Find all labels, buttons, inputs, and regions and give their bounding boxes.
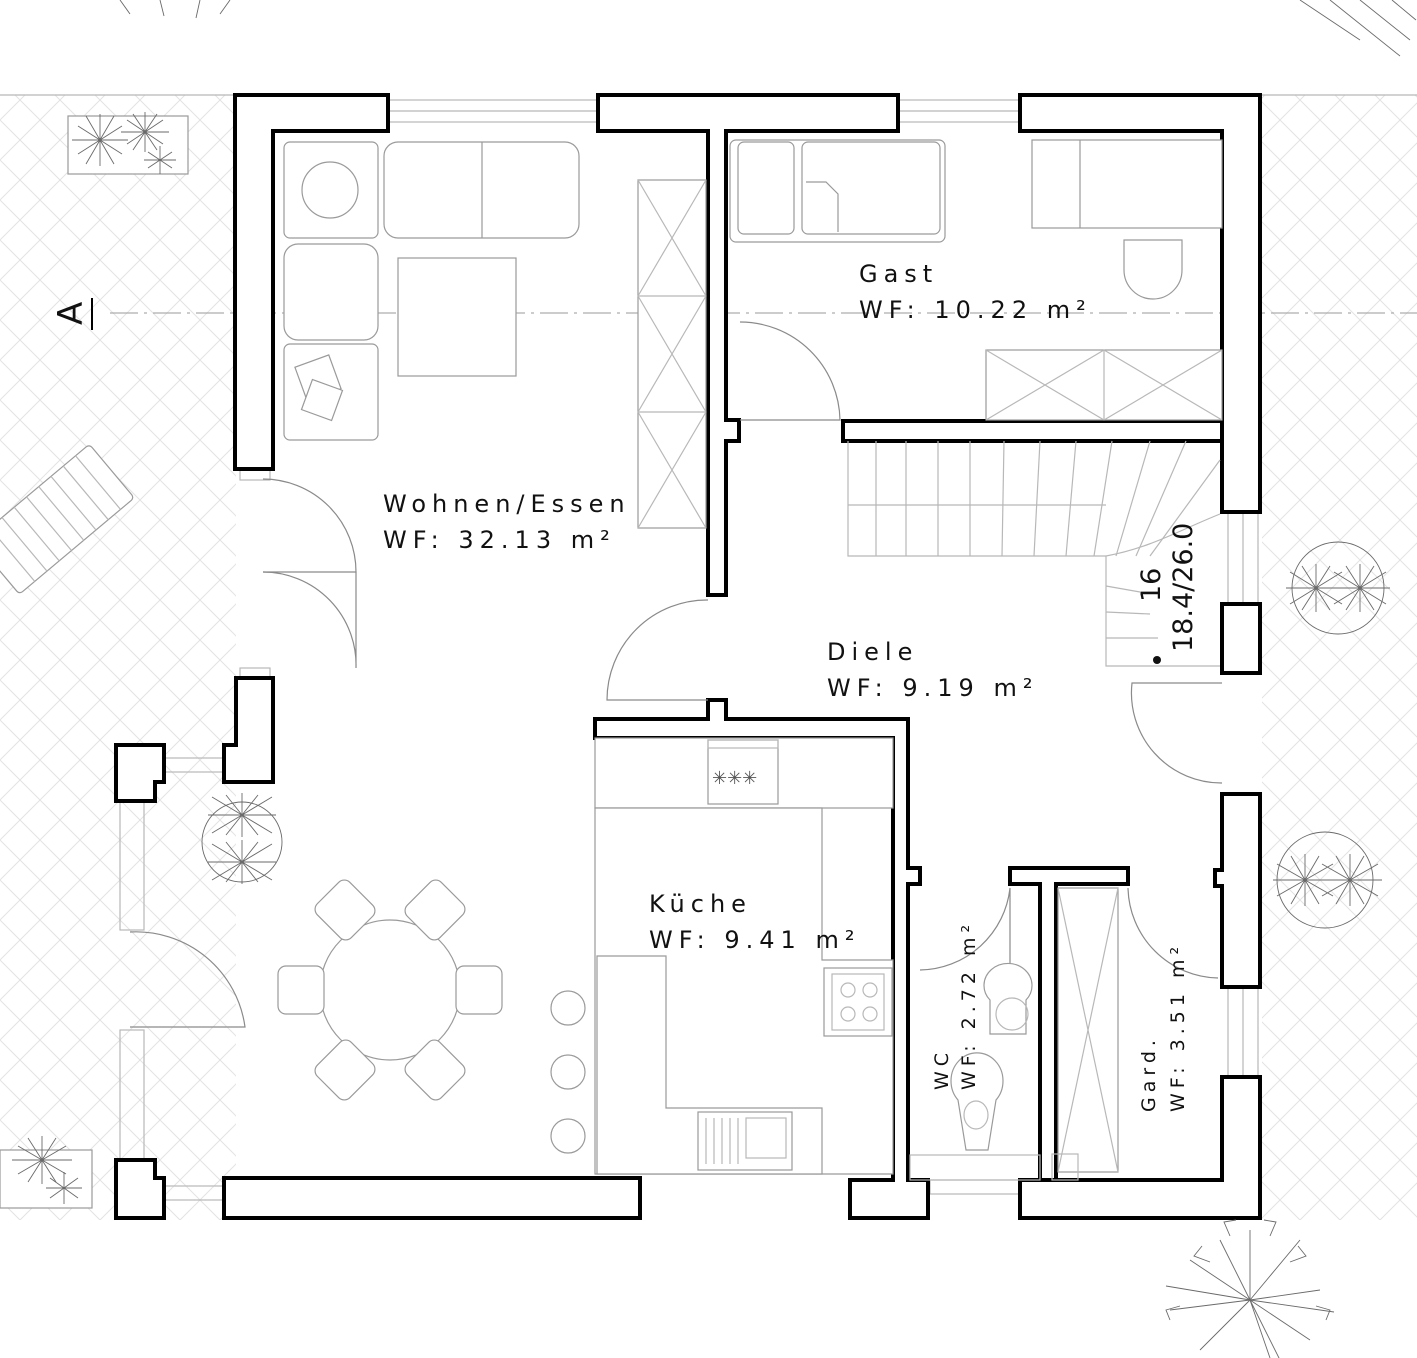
wardrobe [1051, 887, 1119, 1181]
room-name-wc: WC [931, 1048, 953, 1090]
room-area-wohnen: WF: 32.13 m² [383, 526, 616, 554]
walls [114, 93, 1262, 1220]
room-area-diele: WF: 9.19 m² [827, 674, 1038, 702]
room-name-gard: Gard. [1138, 1035, 1160, 1112]
room-area-kueche: WF: 9.41 m² [649, 926, 860, 954]
room-name-diele: Diele [827, 638, 918, 666]
section-marker-label: A [51, 302, 91, 325]
room-area-gard: WF: 3.51 m² [1167, 942, 1189, 1112]
sun-lounger [0, 445, 134, 594]
living-furniture [283, 141, 707, 529]
room-labels: Wohnen/Essen WF: 32.13 m² Gast WF: 10.22… [383, 260, 1199, 1112]
terrace-paving [0, 94, 1417, 1220]
stair-ratio-label: 18.4/26.0 [1168, 523, 1199, 652]
room-area-gast: WF: 10.22 m² [859, 296, 1092, 324]
svg-text:✳✳✳: ✳✳✳ [712, 768, 757, 789]
room-area-wc: WF: 2.72 m² [958, 920, 980, 1090]
room-name-wohnen: Wohnen/Essen [383, 490, 631, 518]
gast-furniture [729, 139, 1223, 421]
room-name-gast: Gast [859, 260, 938, 288]
stair-count-label: 16 [1136, 568, 1167, 602]
kitchen-furniture: ✳✳✳ [550, 737, 894, 1175]
wc-fixtures [909, 962, 1041, 1181]
room-name-kueche: Küche [649, 890, 752, 918]
doors [129, 321, 1223, 1028]
dining-set [277, 879, 503, 1101]
stair [847, 440, 1221, 667]
